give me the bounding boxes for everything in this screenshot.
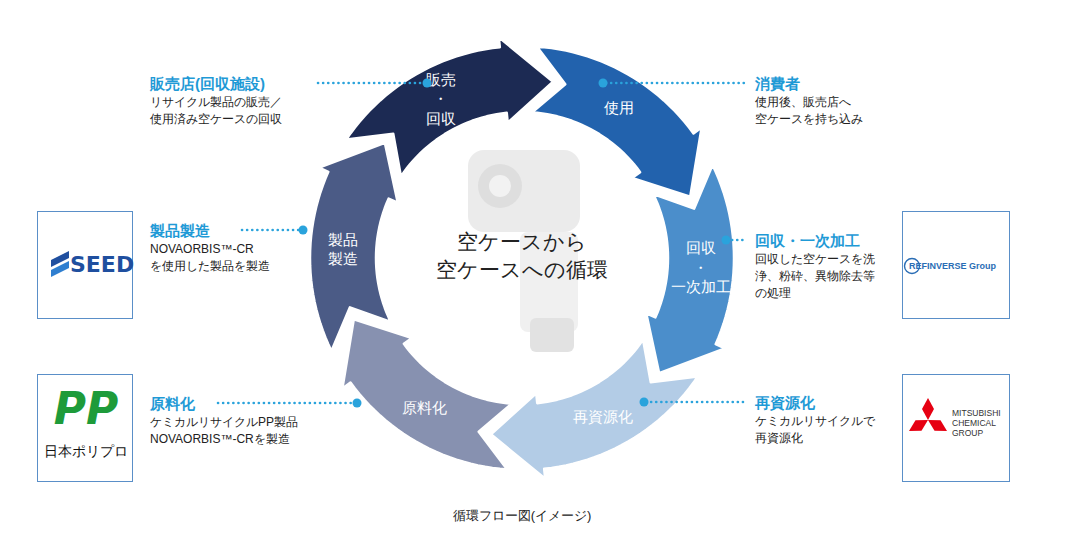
logo-text: PP <box>46 387 126 431</box>
callout-heading: 製品製造 <box>150 220 350 241</box>
dotted-leader <box>218 402 354 405</box>
logo-stripe <box>51 261 69 277</box>
logo-box: SEED <box>37 211 133 319</box>
leader-dot <box>599 79 608 88</box>
seed-logo-mark <box>51 251 69 277</box>
cycle-stage-arrow: 原料化 <box>339 316 515 473</box>
callout-body: ケミカルリサイクルPP製品 NOVAORBIS™-CRを製造 <box>150 414 350 448</box>
leader-dot <box>353 399 362 408</box>
figure-caption: 循環フロー図(イメージ) <box>412 507 632 525</box>
logo-text: REFINVERSE Group <box>909 261 1009 271</box>
arrow-outline <box>643 162 737 377</box>
case-body <box>468 150 580 232</box>
dotted-leader <box>646 401 746 404</box>
stage-label: 製品 製造 <box>313 229 373 268</box>
leader-lines <box>218 83 747 403</box>
stage-label: 再資源化 <box>573 408 633 428</box>
callout-body: ケミカルリサイクルで 再資源化 <box>755 413 935 447</box>
logo-box: MITSUBISHI CHEMICAL GROUP <box>902 374 1010 482</box>
arrow-segment <box>532 47 701 197</box>
logo-diamond <box>909 420 928 431</box>
leader-dot <box>640 398 649 407</box>
arrow-segment <box>310 143 398 351</box>
callout-heading: 販売店(回収施設) <box>150 73 350 94</box>
callout-body: 回収した空ケースを洗 浄、粉砕、異物除去等 の処理 <box>755 251 935 302</box>
stage-label: 使用 <box>604 98 634 118</box>
cycle-stage-arrow: 回収 ・ 一次加工 <box>643 162 737 377</box>
mitsubishi-logo-mark <box>909 398 947 431</box>
stage-label: 回収 ・ 一次加工 <box>659 238 743 297</box>
callout-body: 使用後、販売店へ 空ケースを持ち込み <box>755 94 935 128</box>
dotted-leader <box>606 82 744 85</box>
leader-dot <box>299 226 308 235</box>
cycle-stage-arrow: 使用 <box>529 43 705 200</box>
logo-diamond <box>922 398 934 420</box>
stage-label: 販売 ・ 回収 <box>411 69 471 128</box>
leader-dot <box>722 236 731 245</box>
case-lens <box>478 164 522 208</box>
case-foot <box>530 318 574 352</box>
dotted-leader <box>727 239 747 242</box>
leader-dot <box>423 79 432 88</box>
callout-heading: 回収・一次加工 <box>755 230 955 251</box>
callout-body: リサイクル製品の販売／ 使用済み空ケースの回収 <box>150 94 330 128</box>
dotted-leader <box>318 82 424 85</box>
cycle-stage-arrow: 製品 製造 <box>307 139 401 354</box>
case-lens-inner <box>489 175 511 197</box>
cycle-stage-arrow: 再資源化 <box>487 336 701 482</box>
callout-heading: 原料化 <box>150 393 350 414</box>
arrow-segment <box>491 340 698 479</box>
arrow-outline <box>529 43 705 200</box>
center-title: 空ケースから 空ケースへの循環 <box>412 228 632 285</box>
arrow-outline <box>339 316 515 473</box>
logo-text: 日本ポリプロ <box>40 443 132 461</box>
leader-dots <box>299 79 731 408</box>
dotted-leader <box>242 229 300 232</box>
callout-heading: 再資源化 <box>755 392 955 413</box>
logo-text: SEED <box>70 252 132 277</box>
arrow-segment <box>342 319 511 469</box>
callout-heading: 消費者 <box>755 73 955 94</box>
arrow-segment <box>646 165 734 373</box>
logo-box: REFINVERSE Group <box>902 211 1010 319</box>
stage-label: 原料化 <box>402 398 447 418</box>
logo-text: MITSUBISHI CHEMICAL GROUP <box>952 409 1010 438</box>
logo-diamond <box>928 420 947 431</box>
logo-box: PP 日本ポリプロ <box>37 374 133 482</box>
callout-body: NOVAORBIS™-CR を使用した製品を製造 <box>150 241 330 275</box>
